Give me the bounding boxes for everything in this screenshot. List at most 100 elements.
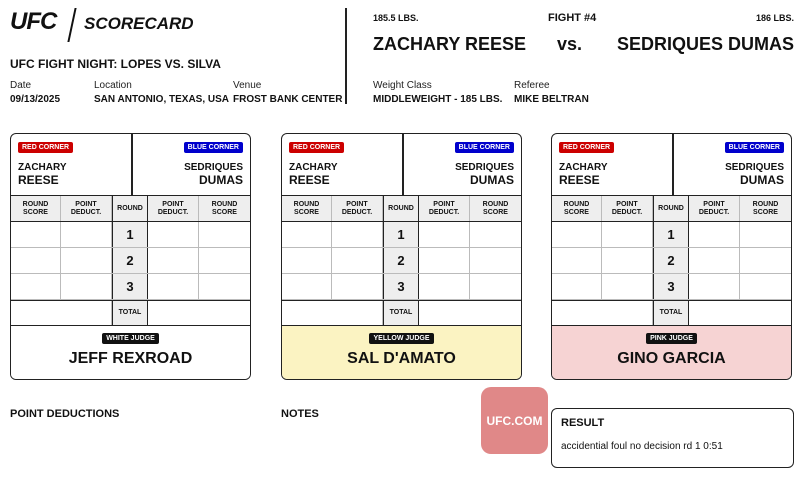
blue-point-deduct-header: POINT DEDUCT. [419, 196, 470, 221]
red-score-cell [282, 248, 332, 273]
judge-name: SAL D'AMATO [347, 350, 456, 367]
blue-deduct-cell [148, 248, 199, 273]
event-title: UFC FIGHT NIGHT: LOPES VS. SILVA [10, 57, 221, 71]
red-corner-badge: RED CORNER [559, 142, 615, 153]
blue-score-cell [740, 248, 791, 273]
grid-header-row: ROUND SCORE POINT DEDUCT. ROUND POINT DE… [282, 196, 521, 222]
ufc-logo: UFC [10, 8, 57, 35]
round-row: 1 [11, 222, 250, 248]
red-score-cell [552, 274, 602, 299]
judge-footer: YELLOW JUDGE SAL D'AMATO [282, 326, 521, 379]
blue-deduct-cell [148, 274, 199, 299]
result-text: accidential foul no decision rd 1 0:51 [561, 441, 723, 452]
score-grid: ROUND SCORE POINT DEDUCT. ROUND POINT DE… [11, 196, 250, 326]
result-heading: RESULT [561, 417, 605, 429]
blue-total-cell [148, 301, 250, 325]
ufc-com-link[interactable]: UFC.COM [481, 387, 548, 454]
round-row: 2 [282, 248, 521, 274]
corner-divider [131, 134, 133, 196]
judge-name: GINO GARCIA [617, 350, 726, 367]
round-number: 3 [383, 274, 419, 299]
round-row: 3 [11, 274, 250, 300]
blue-weight: 186 LBS. [755, 13, 794, 23]
red-fighter-name: ZACHARY REESE [373, 34, 527, 54]
blue-deduct-cell [148, 222, 199, 247]
blue-deduct-cell [689, 248, 740, 273]
blue-round-score-header: ROUND SCORE [482, 200, 509, 216]
red-weight: 185.5 LBS. [373, 13, 419, 23]
round-header: ROUND [383, 196, 419, 221]
round-number: 1 [653, 222, 689, 247]
red-score-cell [11, 248, 61, 273]
blue-deduct-cell [689, 274, 740, 299]
round-number: 1 [383, 222, 419, 247]
blue-deduct-cell [419, 222, 470, 247]
blue-corner-badge: BLUE CORNER [724, 142, 784, 153]
red-deduct-cell [61, 222, 112, 247]
referee-value: MIKE BELTRAN [514, 94, 589, 105]
red-score-cell [282, 274, 332, 299]
red-deduct-cell [332, 248, 383, 273]
round-row: 3 [282, 274, 521, 300]
blue-deduct-cell [419, 274, 470, 299]
total-row: TOTAL [282, 300, 521, 326]
red-deduct-cell [602, 274, 653, 299]
round-number: 1 [112, 222, 148, 247]
red-last-name: REESE [559, 173, 600, 187]
round-number: 3 [653, 274, 689, 299]
judge-badge: PINK JUDGE [646, 333, 697, 344]
total-row: TOTAL [11, 300, 250, 326]
blue-deduct-cell [419, 248, 470, 273]
total-row: TOTAL [552, 300, 791, 326]
round-row: 2 [552, 248, 791, 274]
judge-footer: WHITE JUDGE JEFF REXROAD [11, 326, 250, 379]
grid-header-row: ROUND SCORE POINT DEDUCT. ROUND POINT DE… [552, 196, 791, 222]
round-number: 3 [112, 274, 148, 299]
corner-divider [672, 134, 674, 196]
round-number: 2 [112, 248, 148, 273]
round-row: 1 [282, 222, 521, 248]
blue-fighter-name: SEDRIQUES DUMAS [616, 34, 794, 54]
red-corner-badge: RED CORNER [18, 142, 74, 153]
red-total-cell [11, 301, 112, 325]
weight-class-value: MIDDLEWEIGHT - 185 LBS. [373, 94, 503, 105]
blue-score-cell [199, 274, 250, 299]
red-corner-badge: RED CORNER [289, 142, 345, 153]
blue-score-cell [470, 274, 521, 299]
red-deduct-cell [332, 222, 383, 247]
venue-label: Venue [233, 80, 262, 91]
header-divider [345, 8, 347, 104]
score-grid: ROUND SCORE POINT DEDUCT. ROUND POINT DE… [282, 196, 521, 326]
round-number: 2 [653, 248, 689, 273]
red-point-deduct-header: POINT DEDUCT. [61, 196, 112, 221]
weight-class-label: Weight Class [373, 80, 432, 91]
red-score-cell [282, 222, 332, 247]
red-point-deduct-header: POINT DEDUCT. [602, 196, 653, 221]
blue-total-cell [689, 301, 791, 325]
red-first-name: ZACHARY [18, 162, 67, 173]
score-grid: ROUND SCORE POINT DEDUCT. ROUND POINT DE… [552, 196, 791, 326]
blue-round-score-header: ROUND SCORE [752, 200, 779, 216]
red-last-name: REESE [18, 173, 59, 187]
blue-score-cell [199, 222, 250, 247]
red-total-cell [282, 301, 383, 325]
blue-score-cell [740, 274, 791, 299]
blue-deduct-cell [689, 222, 740, 247]
blue-first-name: SEDRIQUES [455, 162, 514, 173]
red-score-cell [552, 248, 602, 273]
blue-round-score-header: ROUND SCORE [211, 200, 238, 216]
blue-corner-badge: BLUE CORNER [454, 142, 514, 153]
point-deductions-heading: POINT DEDUCTIONS [10, 408, 120, 420]
date-value: 09/13/2025 [10, 94, 61, 105]
date-label: Date [10, 80, 32, 91]
round-row: 3 [552, 274, 791, 300]
blue-score-cell [470, 222, 521, 247]
blue-last-name: DUMAS [199, 173, 243, 187]
